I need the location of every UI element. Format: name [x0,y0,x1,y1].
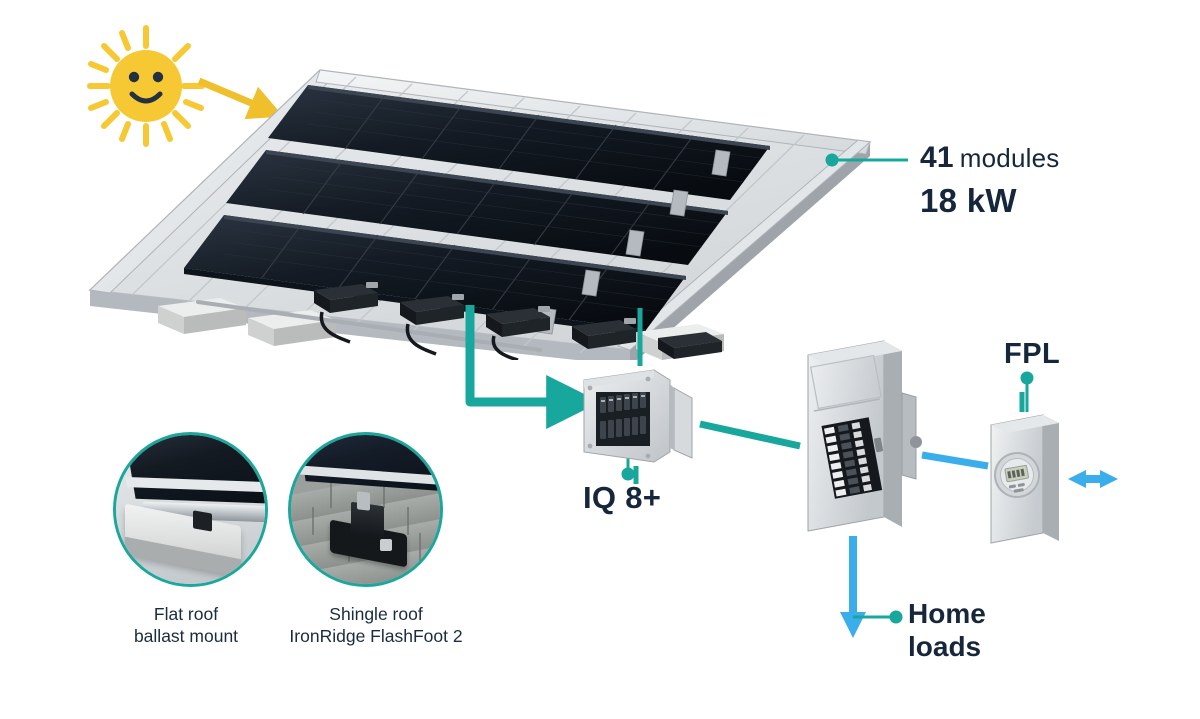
caption-flat-roof: Flat roof ballast mount [96,603,276,647]
solar-panel-array[interactable] [70,50,890,360]
sun-smiley-icon [87,25,205,147]
home-loads-label: Home loads [908,597,986,663]
inset-shingle-roof-flashfoot[interactable] [288,432,443,587]
flat-roof-ballast-mount-photo [116,435,265,584]
blue-down-arrow-icon [840,536,866,638]
main-service-panel[interactable] [800,337,924,536]
home-loads-line1: Home [908,598,986,629]
combiner-to-panel-line [699,420,801,450]
leader-dot-icon [825,153,839,167]
system-size-label: 18 kW [920,182,1017,219]
leader-dot-icon [1020,371,1034,385]
sun-ray-arrow-icon [197,77,284,120]
panel-to-meter-line [921,451,989,470]
inset-flat-roof-ballast[interactable] [113,432,268,587]
module-row-back [268,85,770,200]
iq-combiner-box[interactable] [578,364,704,468]
modules-unit-text: modules [959,143,1060,173]
leader-dot-icon [621,467,635,481]
home-loads-line2: loads [908,631,982,662]
microinverter-label: IQ 8+ [583,480,662,515]
modules-count-value: 41 [920,141,954,174]
fpl-leader [1020,371,1034,412]
iq8-plus-microinverters [314,282,722,360]
leader-dot-icon [889,610,903,624]
caption-shingle-roof-line2: IronRidge FlashFoot 2 [289,626,463,646]
caption-flat-roof-line1: Flat roof [153,604,219,624]
array-leader [825,153,908,167]
caption-shingle-roof-line1: Shingle roof [329,604,423,624]
blue-bidirectional-arrow-icon [1068,470,1118,488]
caption-flat-roof-line2: ballast mount [133,626,239,646]
teal-flow-arrow-icon [465,305,601,429]
utility-meter[interactable] [985,409,1069,545]
caption-shingle-roof: Shingle roof IronRidge FlashFoot 2 [266,603,486,647]
home-loads-leader [853,610,903,624]
utility-label: FPL [1004,338,1061,370]
shingle-roof-flashfoot-photo [291,435,440,584]
